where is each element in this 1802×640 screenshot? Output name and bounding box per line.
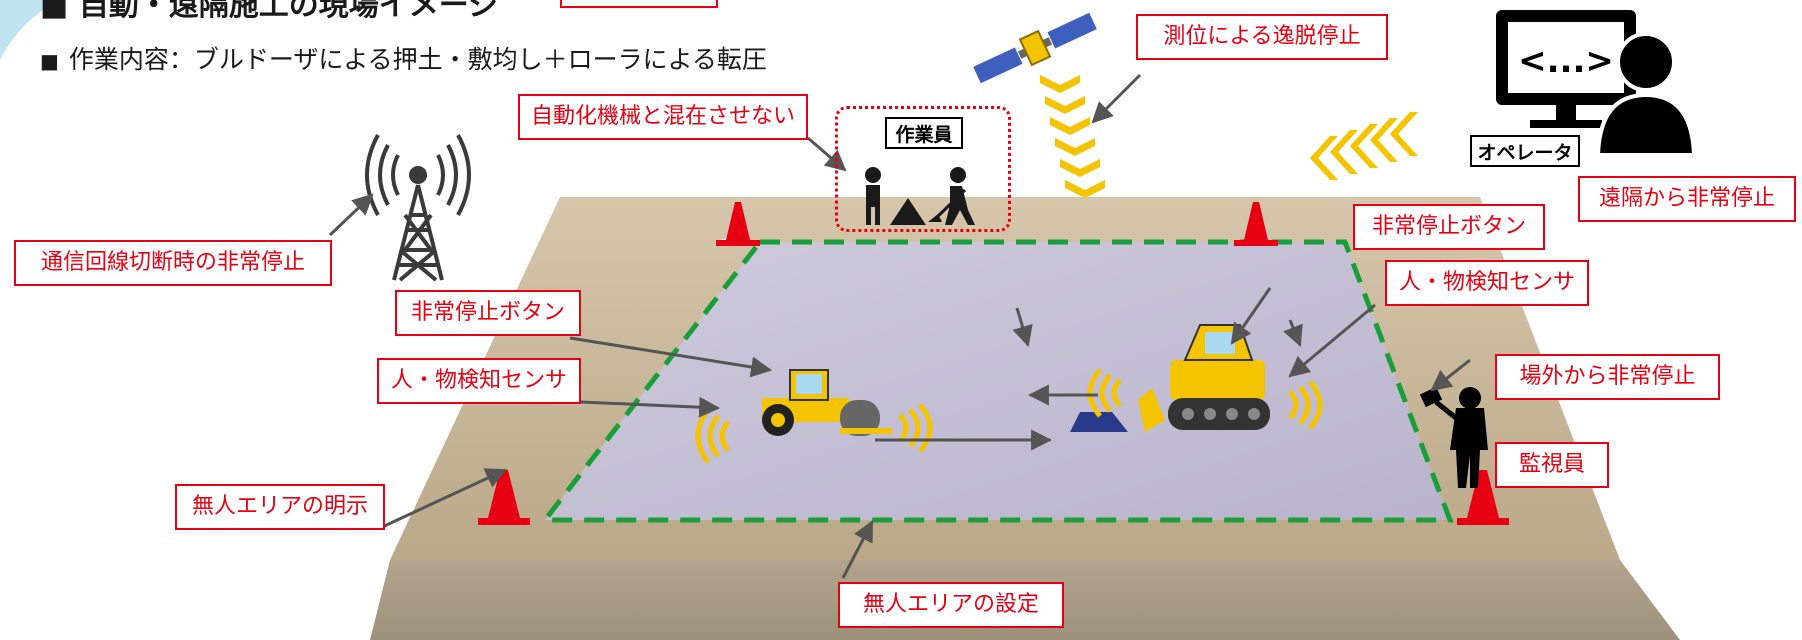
heading-partial: ■ 自動・遠隔施工の現場イメージ [40, 0, 499, 23]
label-unmanned-display: 無人エリアの明示 [175, 484, 385, 530]
corner-decoration [0, 0, 60, 60]
unmanned-field [545, 242, 1450, 520]
label-unmanned-setting: 無人エリアの設定 [838, 582, 1064, 628]
label-communication-stop: 通信回線切断時の非常停止 [14, 240, 332, 286]
antenna-tower-icon [365, 134, 471, 282]
label-no-mix: 自動化機械と混在させない [518, 94, 808, 140]
traffic-cone-icon [1234, 202, 1278, 246]
heading-highlight-box [560, 0, 718, 8]
sensor-wave-right [1087, 368, 1323, 430]
monitor-person-icon [1419, 386, 1488, 488]
roller-icon [762, 369, 892, 436]
label-positioning-stop: 測位による逸脱停止 [1136, 14, 1388, 60]
digging-worker-icon [928, 167, 975, 225]
label-estop-button-left: 非常停止ボタン [395, 290, 581, 336]
satellite-icon [970, 10, 1100, 86]
svg-text:<...>: <...> [1518, 41, 1614, 81]
unmanned-area-boundary [539, 239, 1454, 523]
label-remote-stop: 遠隔から非常停止 [1578, 176, 1796, 222]
bulldozer-icon [1138, 324, 1270, 432]
heading-bullet: ■ [40, 49, 59, 73]
traffic-cone-icon [478, 470, 530, 525]
satellite-signal [1040, 75, 1105, 198]
operator-tag: オペレータ [1470, 135, 1580, 167]
label-offsite-stop: 場外から非常停止 [1495, 354, 1720, 400]
leader-arrows [328, 73, 1471, 579]
worker-exclusion-zone [835, 106, 1011, 232]
worker-icon [865, 167, 881, 225]
label-sensor-left: 人・物検知センサ [377, 358, 581, 404]
label-estop-button-right: 非常停止ボタン [1353, 204, 1545, 250]
sensor-wave-left [695, 403, 933, 464]
heading-text: 作業内容：ブルドーザによる押土・敷均し＋ローラによる転圧 [68, 45, 767, 74]
label-sensor-right: 人・物検知センサ [1385, 260, 1589, 306]
work-content-heading: ■ 作業内容：ブルドーザによる押土・敷均し＋ローラによる転圧 [40, 40, 767, 76]
workers-tag: 作業員 [885, 117, 963, 149]
computer-operator-icon: <...> [1496, 10, 1697, 157]
operator-signal [1310, 112, 1418, 180]
soil-material [1070, 412, 1128, 432]
label-monitor: 監視員 [1495, 442, 1609, 488]
traffic-cone-icon [716, 202, 760, 246]
traffic-cone-icon [1457, 470, 1509, 525]
flow-arrows [875, 307, 1098, 451]
soil-pile [890, 198, 926, 225]
